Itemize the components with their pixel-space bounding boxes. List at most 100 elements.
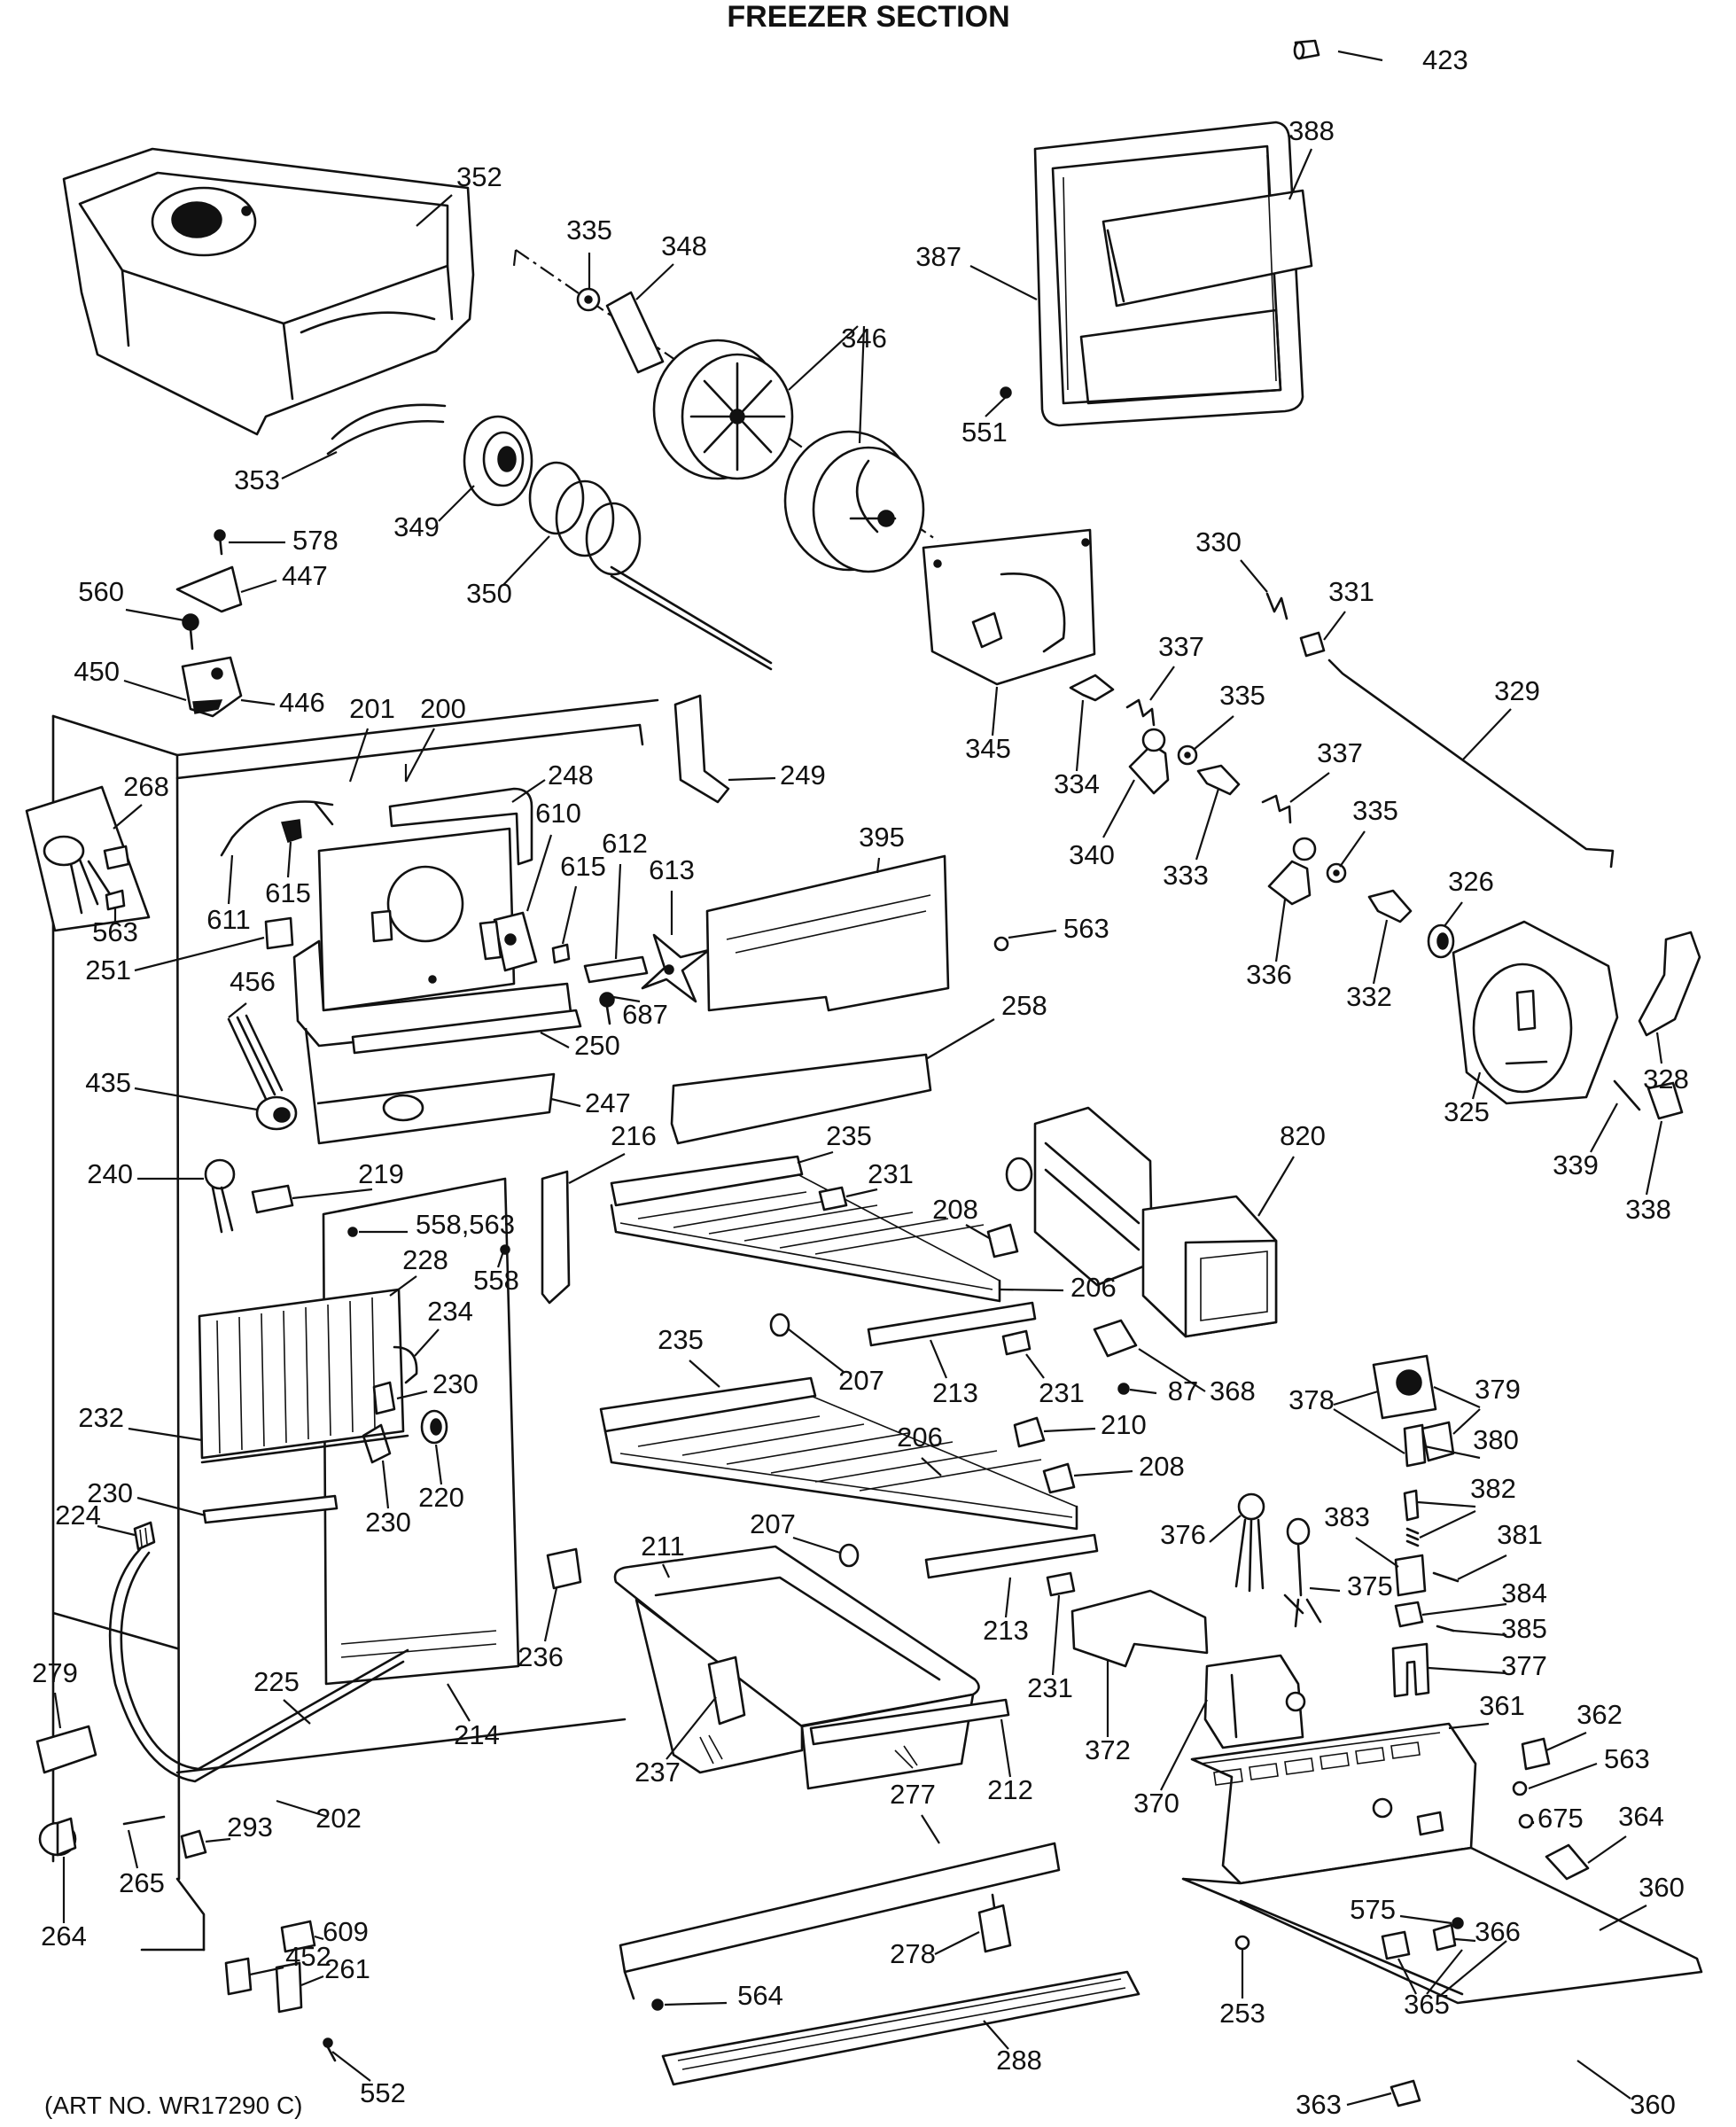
- callout-label-277: 277: [890, 1779, 936, 1810]
- leader-line-388: [1288, 148, 1313, 200]
- part-820-ice-maker: [1005, 1106, 1278, 1338]
- part-216-trim: [541, 1170, 571, 1305]
- leader-line-206a: [999, 1288, 1064, 1292]
- leader-line-268: [113, 804, 143, 830]
- leader-line-385: [1452, 1629, 1507, 1637]
- leader-line-235b: [689, 1360, 720, 1388]
- part-261-hinge: [275, 1961, 303, 2014]
- part-251-clip: [264, 916, 294, 950]
- part-265-pin: [122, 1815, 166, 1826]
- part-558563-screws: [347, 1227, 358, 1237]
- callout-label-258: 258: [1001, 990, 1047, 1021]
- leader-line-251: [134, 936, 265, 972]
- callout-label-247: 247: [585, 1087, 631, 1118]
- leader-line-249: [728, 776, 776, 782]
- leader-line-558: [496, 1250, 505, 1268]
- part-610-fan-motor: [479, 911, 538, 972]
- leader-line-370: [1160, 1699, 1208, 1791]
- callout-label-211: 211: [641, 1531, 684, 1562]
- leader-line-378-2: [1333, 1408, 1405, 1454]
- part-329-rod: [1327, 658, 1615, 869]
- leader-line-200-1: [405, 728, 435, 783]
- part-349-bearing: [463, 415, 533, 507]
- leader-line-207a: [788, 1328, 845, 1373]
- leader-line-336: [1274, 899, 1287, 962]
- leader-line-563b: [1008, 929, 1057, 939]
- leader-line-335c: [1339, 830, 1366, 868]
- callout-label-326: 326: [1448, 866, 1494, 897]
- part-333-lever: [1196, 764, 1241, 796]
- leader-line-346-2: [858, 325, 866, 444]
- callout-label-87: 87: [1168, 1375, 1198, 1406]
- part-552-screw: [323, 2037, 337, 2062]
- part-336-arm: [1267, 837, 1317, 906]
- leader-line-447: [240, 579, 277, 594]
- leader-line-235a: [797, 1150, 834, 1165]
- part-364-lamp: [1545, 1843, 1590, 1881]
- part-225-drain-tube: [108, 1547, 405, 1783]
- callout-label-361: 361: [1479, 1690, 1525, 1721]
- leader-line-337a: [1149, 666, 1175, 701]
- part-378-379-solenoid: [1372, 1354, 1455, 1462]
- leader-line-360a: [1599, 1905, 1647, 1931]
- part-335c-washer: [1326, 862, 1347, 884]
- leader-line-236: [543, 1587, 558, 1642]
- leader-line-328: [1655, 1032, 1663, 1064]
- callout-label-395: 395: [859, 822, 905, 853]
- callout-label-334: 334: [1054, 768, 1100, 799]
- callout-label-331: 331: [1328, 576, 1374, 607]
- part-346-drum-2: [783, 430, 925, 573]
- part-207b-screw: [838, 1543, 860, 1568]
- callout-label-279: 279: [32, 1657, 78, 1688]
- part-452-plate: [224, 1957, 253, 1996]
- leader-line-387: [969, 265, 1038, 300]
- part-381-pin: [1432, 1571, 1460, 1583]
- leader-line-237: [666, 1696, 717, 1760]
- callout-label-364: 364: [1618, 1801, 1664, 1832]
- leader-line-332: [1372, 919, 1389, 985]
- part-352-ice-bucket: [62, 147, 475, 436]
- callout-label-231b: 231: [1039, 1377, 1085, 1408]
- callout-label-376: 376: [1160, 1519, 1206, 1550]
- part-207a-screw: [769, 1313, 790, 1337]
- callout-label-610: 610: [535, 798, 581, 829]
- callout-label-615b: 615: [560, 851, 606, 882]
- leader-line-349: [438, 485, 475, 522]
- leader-line-340: [1102, 779, 1135, 838]
- callout-label-387: 387: [915, 241, 961, 272]
- callout-label-231a: 231: [868, 1158, 914, 1189]
- callout-label-237: 237: [634, 1757, 681, 1788]
- part-339-pin: [1613, 1079, 1641, 1111]
- callout-label-206b: 206: [897, 1422, 943, 1453]
- leader-line-564: [664, 2001, 728, 2006]
- leader-line-230b: [136, 1496, 206, 1517]
- leader-line-225: [283, 1699, 311, 1725]
- callout-label-228: 228: [402, 1244, 448, 1275]
- callout-label-231c: 231: [1027, 1672, 1073, 1703]
- leader-line-231b: [1025, 1353, 1045, 1379]
- part-348-plate: [605, 291, 665, 374]
- callout-label-339: 339: [1553, 1149, 1599, 1180]
- leader-line-208a: [965, 1224, 992, 1240]
- part-220-grommet: [420, 1409, 448, 1445]
- part-370-timer: [1203, 1654, 1306, 1749]
- leader-line-228: [389, 1275, 417, 1297]
- leader-line-366: [1454, 1937, 1476, 1943]
- part-368-bracket: [1093, 1319, 1138, 1358]
- callout-label-675: 675: [1537, 1803, 1584, 1834]
- callout-label-379: 379: [1475, 1374, 1521, 1405]
- callout-label-383: 383: [1324, 1501, 1370, 1532]
- callout-label-368: 368: [1210, 1375, 1256, 1406]
- callout-label-264: 264: [41, 1921, 87, 1952]
- part-253-grommet: [1234, 1935, 1250, 1951]
- callout-labels: 4233883875513523353483463533493505784475…: [32, 44, 1689, 2120]
- part-372-cover: [1070, 1589, 1209, 1668]
- part-328-bracket: [1638, 931, 1701, 1037]
- leader-line-231c: [1051, 1594, 1061, 1676]
- part-219-sensor: [251, 1184, 294, 1214]
- leader-line-687: [612, 995, 641, 1003]
- callout-label-207a: 207: [838, 1365, 884, 1396]
- callout-label-360b: 360: [1630, 2089, 1676, 2120]
- part-337b-spring: [1261, 794, 1292, 824]
- assembly-axis-line-2: [512, 249, 518, 267]
